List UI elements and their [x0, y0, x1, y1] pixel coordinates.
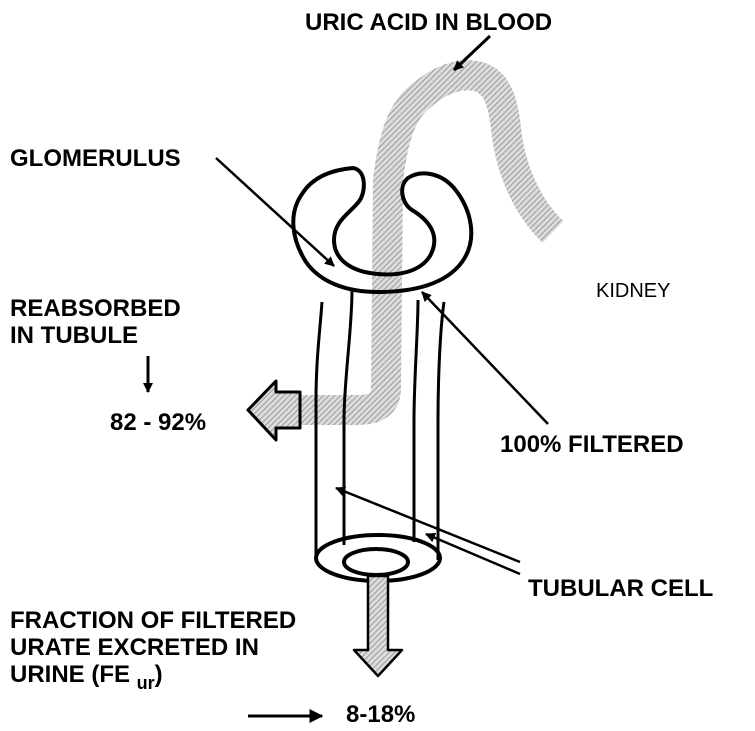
tubule-outer-left [316, 302, 322, 560]
tubule-outer-right [438, 302, 444, 560]
blood-stream [272, 75, 553, 410]
reabsorbed-line-2: IN TUBULE [10, 323, 181, 350]
kidney-label: KIDNEY [596, 280, 670, 302]
fraction-line-3-prefix: URINE (FE [10, 661, 130, 688]
reabsorbed-label: REABSORBED IN TUBULE [10, 296, 181, 350]
tubular-cell-label: TUBULAR CELL [528, 576, 713, 603]
excreted-percent: 8-18% [346, 702, 415, 729]
reabsorption-arrowhead [248, 381, 300, 440]
fraction-label: FRACTION OF FILTERED URATE EXCRETED IN U… [10, 608, 296, 689]
tubule-inner-right [414, 300, 418, 542]
fraction-line-1: FRACTION OF FILTERED [10, 608, 296, 635]
fraction-line-2: URATE EXCRETED IN [10, 635, 296, 662]
fraction-subscript: ur [137, 673, 155, 693]
filtered-pointer [422, 292, 548, 424]
urine-flow-arrow [354, 576, 402, 676]
glomerulus-pointer [216, 158, 334, 266]
filtered-label: 100% FILTERED [500, 432, 684, 459]
uric-acid-label: URIC ACID IN BLOOD [305, 10, 552, 37]
reabsorbed-percent: 82 - 92% [110, 410, 206, 437]
fraction-line-3-suffix: ) [155, 661, 163, 688]
fraction-line-3: URINE (FE ur) [10, 662, 296, 689]
tubule-inner-ring [344, 549, 408, 575]
reabsorbed-line-1: REABSORBED [10, 296, 181, 323]
glomerulus-label: GLOMERULUS [10, 146, 181, 173]
